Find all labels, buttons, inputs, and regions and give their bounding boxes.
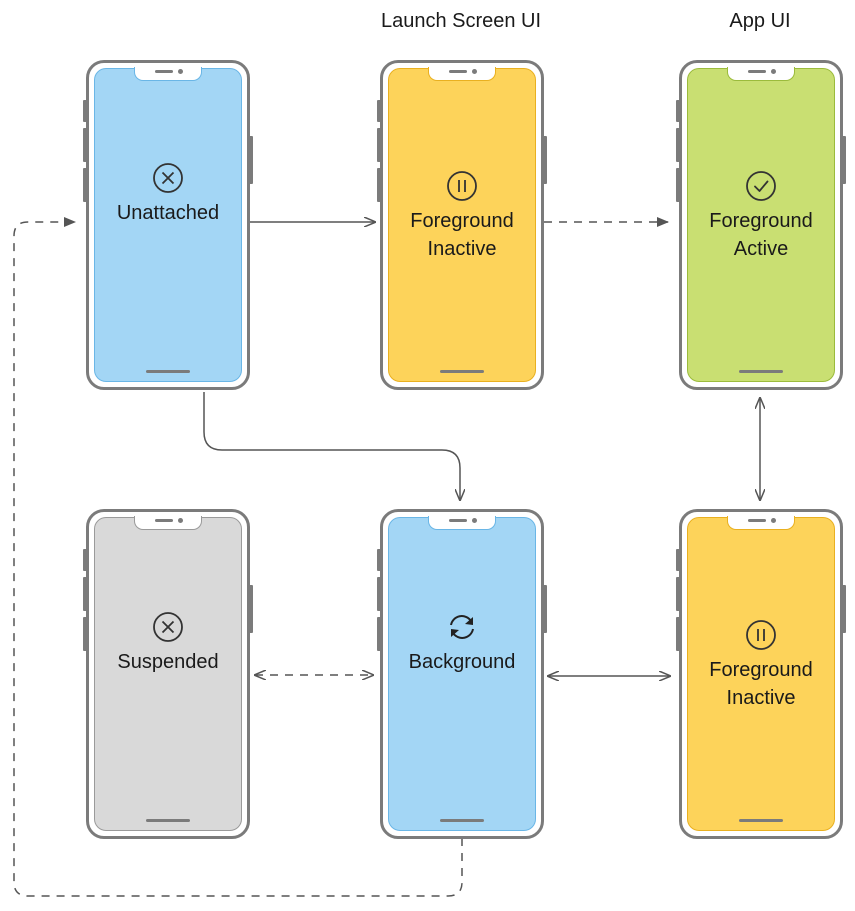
- pause-circle-icon: [744, 618, 778, 652]
- volume-up-button: [377, 128, 381, 162]
- camera: [472, 69, 477, 74]
- home-indicator: [739, 819, 783, 822]
- state-foreground-active: Foreground Active: [676, 60, 846, 390]
- phone-screen: Background: [388, 516, 536, 831]
- volume-up-button: [676, 128, 680, 162]
- camera: [771, 69, 776, 74]
- volume-up-button: [83, 128, 87, 162]
- speaker: [155, 519, 173, 522]
- power-button: [249, 585, 253, 633]
- state-label: Foreground Inactive: [410, 210, 514, 260]
- refresh-icon: [445, 610, 479, 644]
- phone-notch: [428, 516, 496, 530]
- phone-notch: [428, 67, 496, 81]
- launch-screen-ui-header: Launch Screen UI: [380, 10, 542, 32]
- side-button: [676, 549, 680, 571]
- x-circle-icon: [151, 161, 185, 195]
- state-label: Background: [408, 651, 516, 673]
- speaker: [449, 70, 467, 73]
- side-button: [377, 549, 381, 571]
- camera: [178, 518, 183, 523]
- phone-screen: Foreground Active: [687, 67, 835, 382]
- x-circle-icon: [151, 610, 185, 644]
- power-button: [842, 136, 846, 184]
- speaker: [449, 519, 467, 522]
- speaker: [155, 70, 173, 73]
- camera: [472, 518, 477, 523]
- check-circle-icon: [744, 169, 778, 203]
- volume-down-button: [377, 617, 381, 651]
- state-label: Suspended: [117, 651, 219, 673]
- state-suspended: Suspended: [83, 509, 253, 839]
- phone-screen: Suspended: [94, 516, 242, 831]
- state-unattached: Unattached: [83, 60, 253, 390]
- arrow-background-to-unattached: [13, 217, 463, 897]
- camera: [771, 518, 776, 523]
- state-label: Foreground Active: [709, 210, 813, 260]
- home-indicator: [739, 370, 783, 373]
- phone-screen: Foreground Inactive: [687, 516, 835, 831]
- phone-notch: [727, 516, 795, 530]
- speaker: [748, 70, 766, 73]
- state-label: Unattached: [116, 202, 220, 224]
- state-background: Background: [377, 509, 547, 839]
- phone-notch: [727, 67, 795, 81]
- state-foreground-inactive-launch: Foreground Inactive: [377, 60, 547, 390]
- power-button: [842, 585, 846, 633]
- camera: [178, 69, 183, 74]
- home-indicator: [146, 370, 190, 373]
- side-button: [83, 549, 87, 571]
- home-indicator: [440, 819, 484, 822]
- home-indicator: [146, 819, 190, 822]
- phone-screen: Foreground Inactive: [388, 67, 536, 382]
- volume-down-button: [377, 168, 381, 202]
- volume-up-button: [83, 577, 87, 611]
- phone-screen: Unattached: [94, 67, 242, 382]
- power-button: [543, 136, 547, 184]
- side-button: [676, 100, 680, 122]
- volume-down-button: [676, 617, 680, 651]
- volume-down-button: [676, 168, 680, 202]
- speaker: [748, 519, 766, 522]
- volume-up-button: [377, 577, 381, 611]
- app-ui-header: App UI: [729, 10, 791, 32]
- power-button: [249, 136, 253, 184]
- phone-notch: [134, 516, 202, 530]
- state-label: Foreground Inactive: [709, 659, 813, 709]
- arrow-unattached-to-background: [203, 392, 460, 500]
- phone-notch: [134, 67, 202, 81]
- volume-down-button: [83, 168, 87, 202]
- power-button: [543, 585, 547, 633]
- volume-down-button: [83, 617, 87, 651]
- volume-up-button: [676, 577, 680, 611]
- side-button: [377, 100, 381, 122]
- side-button: [83, 100, 87, 122]
- home-indicator: [440, 370, 484, 373]
- pause-circle-icon: [445, 169, 479, 203]
- state-foreground-inactive-app: Foreground Inactive: [676, 509, 846, 839]
